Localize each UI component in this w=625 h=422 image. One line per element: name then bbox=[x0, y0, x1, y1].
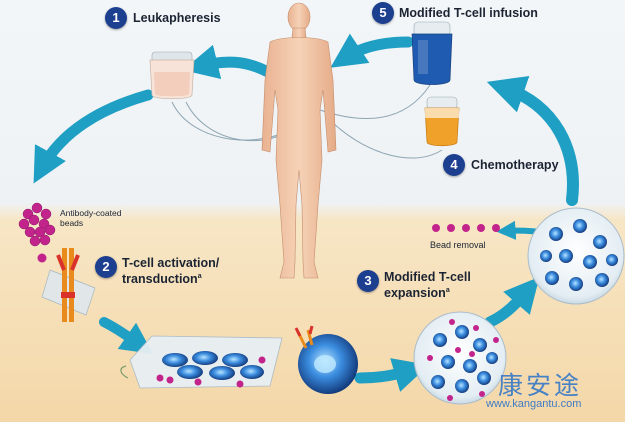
step-1-badge: 1 bbox=[105, 7, 127, 29]
step-3-label-line2: expansion bbox=[384, 286, 446, 301]
infusion-bag-blue bbox=[411, 21, 453, 85]
arrow-bag-to-beads bbox=[33, 89, 154, 184]
step-3-label-line1: Modified T-cell bbox=[384, 270, 471, 284]
bead-removal-annotation: Bead removal bbox=[430, 240, 486, 250]
bead-removal-dish bbox=[527, 207, 625, 305]
step-4-badge: 4 bbox=[443, 154, 465, 176]
beads-annotation-line2: beads bbox=[60, 218, 84, 228]
step-2-badge: 2 bbox=[95, 256, 117, 278]
step-3-note: a bbox=[445, 287, 450, 294]
step-3-label: Modified T-cell expansiona bbox=[384, 270, 471, 300]
step-2-label-line1: T-cell activation/ bbox=[122, 256, 220, 270]
expansion-dish bbox=[413, 311, 507, 405]
human-figure bbox=[261, 2, 337, 279]
arrow-dish-to-dish bbox=[484, 276, 540, 328]
arrow-return-up bbox=[486, 76, 579, 206]
transduced-t-cell bbox=[294, 325, 358, 394]
beads-annotation-line1: Antibody-coated bbox=[60, 208, 122, 218]
step-3-badge: 3 bbox=[357, 270, 379, 292]
removed-beads bbox=[432, 224, 500, 232]
step-2-note: a bbox=[197, 273, 202, 280]
antibody-construct bbox=[37, 248, 96, 322]
bead-cluster bbox=[18, 202, 56, 247]
step-1-label: Leukapheresis bbox=[133, 11, 221, 25]
step-5-badge: 5 bbox=[372, 2, 394, 24]
arrow-cell-to-dish bbox=[354, 358, 429, 392]
watermark-url: www.kangantu.com bbox=[486, 398, 582, 410]
collection-bag bbox=[149, 51, 195, 100]
step-4-label: Chemotherapy bbox=[471, 158, 559, 172]
arrow-flask-to-cell bbox=[99, 317, 154, 355]
infusion-bag-orange bbox=[424, 96, 460, 147]
watermark-chinese: 康安途 bbox=[498, 371, 583, 400]
step-2-label: T-cell activation/ transductiona bbox=[122, 256, 219, 286]
step-2-label-line2: transduction bbox=[122, 272, 198, 287]
step-5-label: Modified T-cell infusion bbox=[399, 6, 538, 20]
arrow-person-to-bag bbox=[182, 44, 274, 80]
arrow-infusion-to-person bbox=[330, 33, 414, 68]
culture-flask bbox=[120, 335, 283, 389]
beads-annotation: Antibody-coated beads bbox=[60, 208, 121, 228]
